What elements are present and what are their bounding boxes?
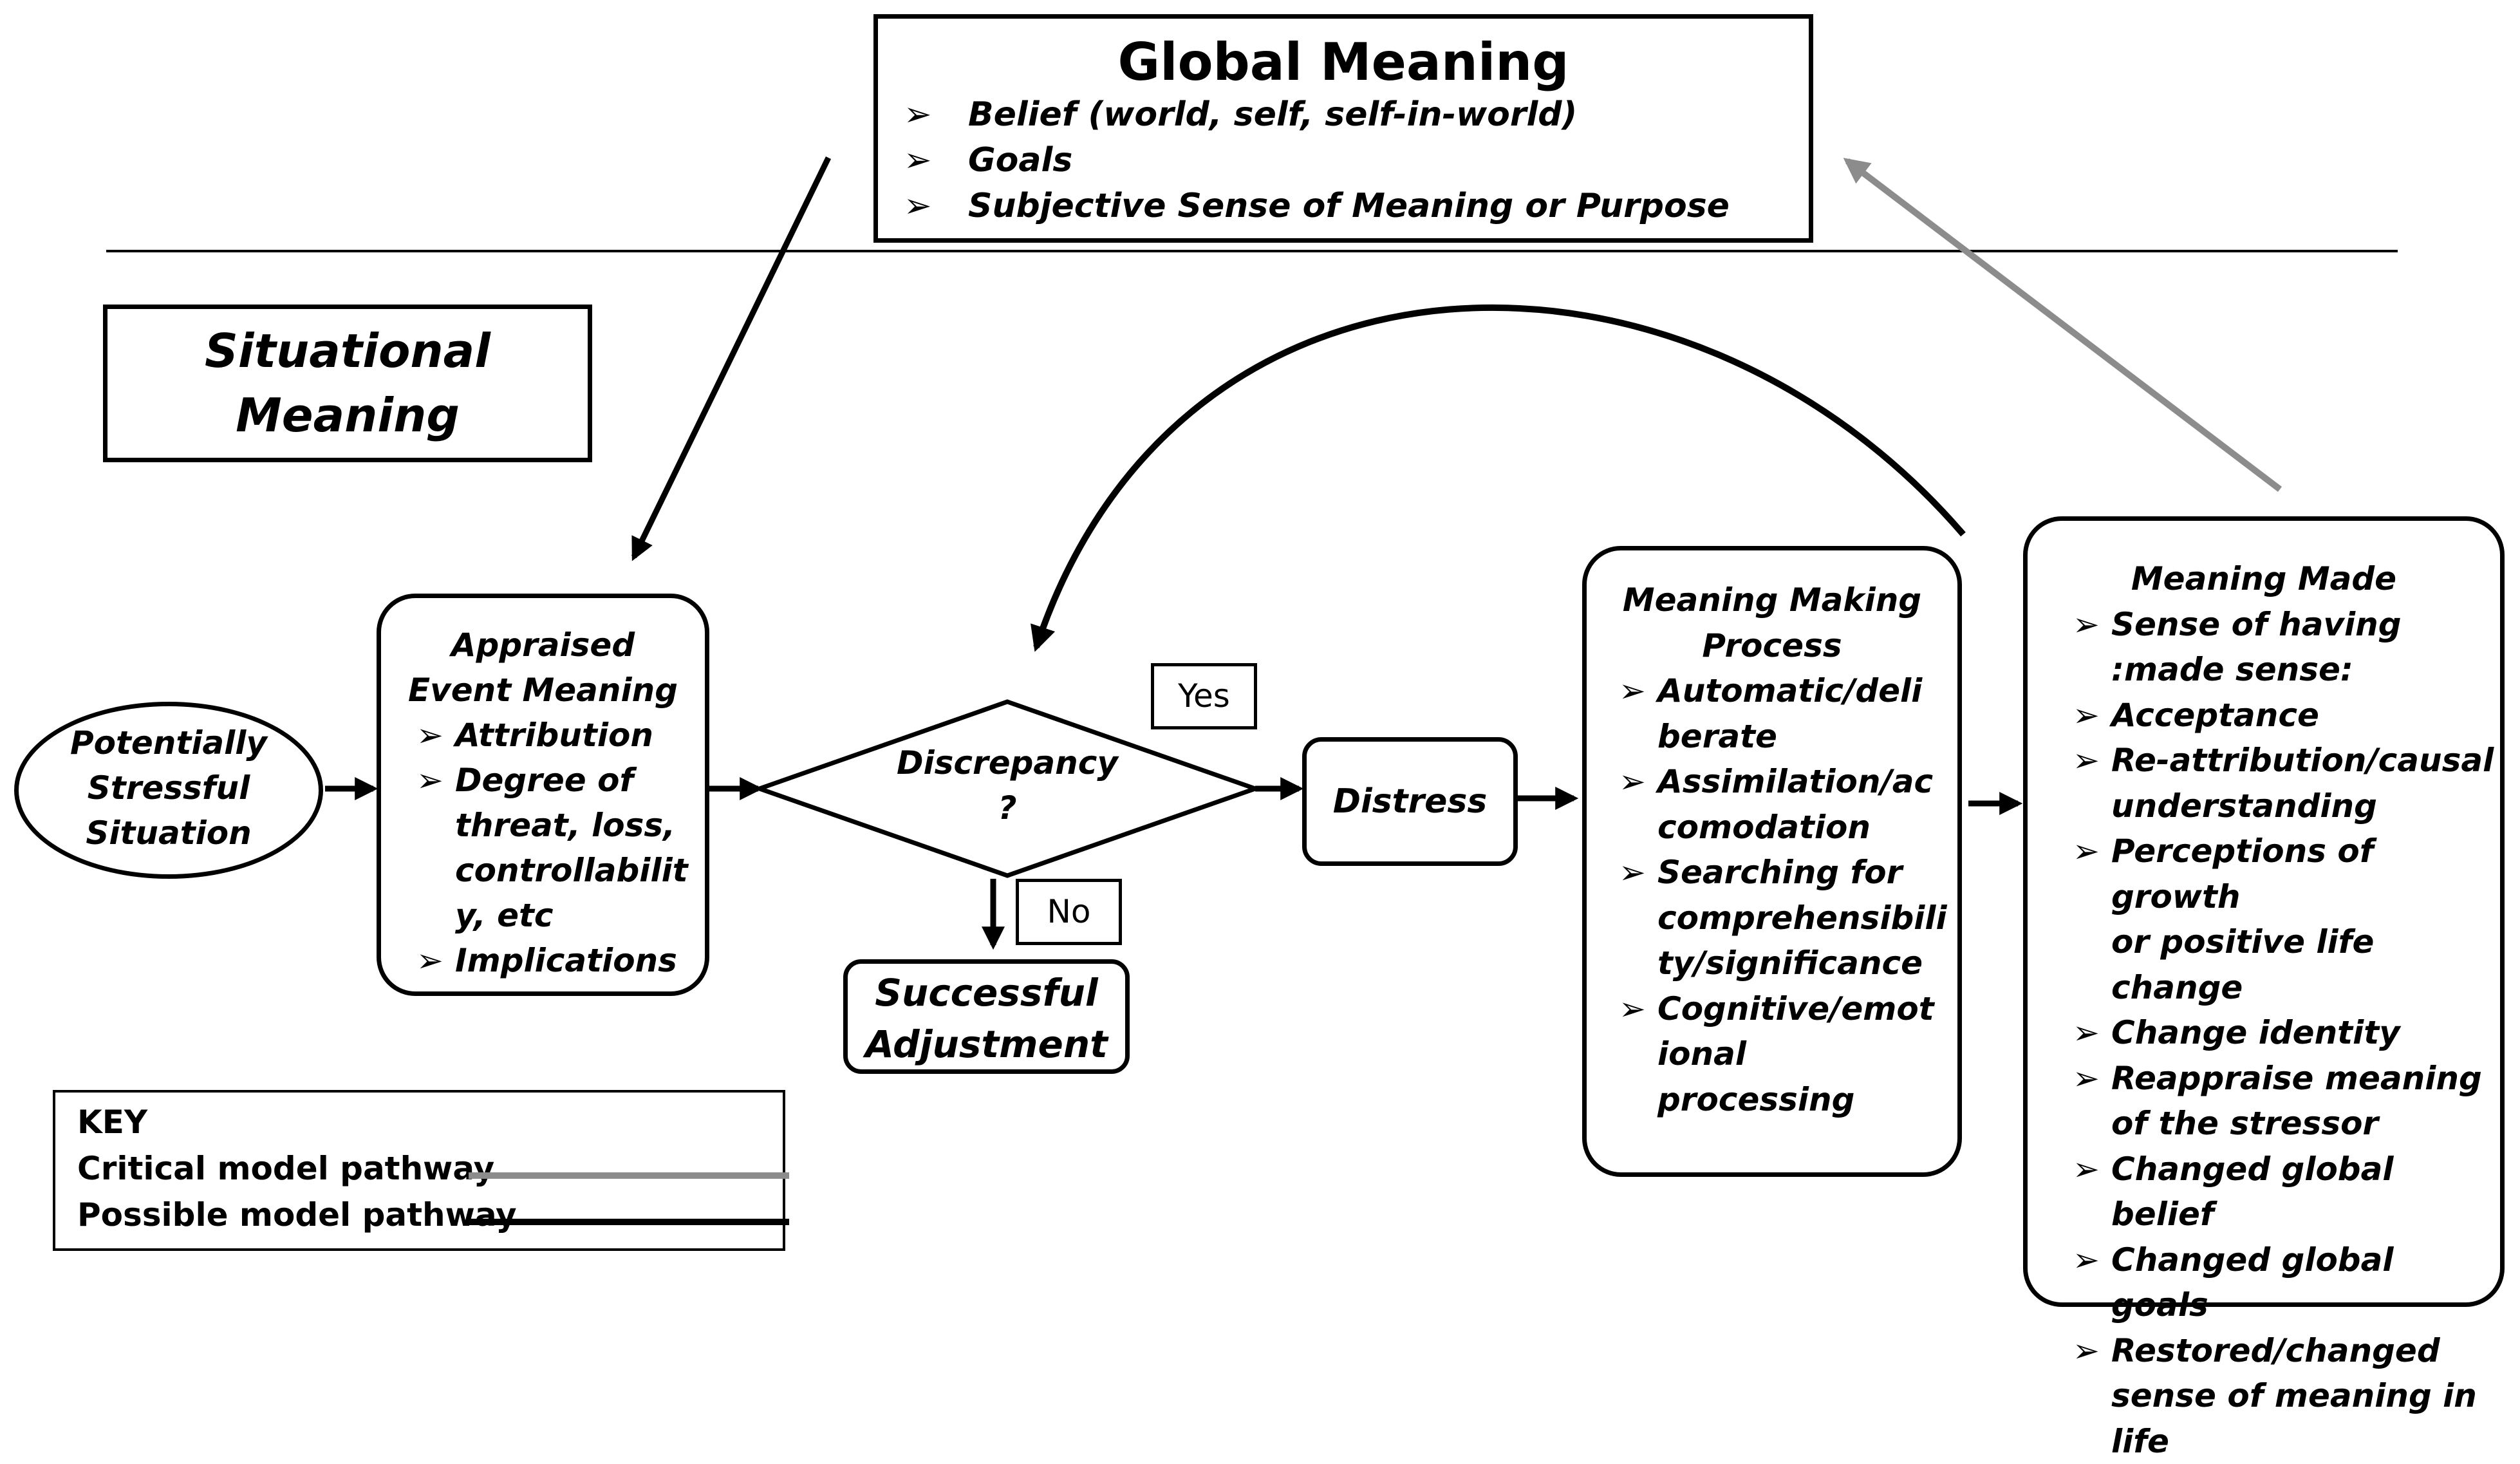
distress-box: Distress	[1302, 737, 1518, 866]
no-label-box: No	[1016, 879, 1122, 945]
situational-meaning-line: Situational	[107, 319, 588, 383]
global-meaning-list: Belief (world, self, self-in-world) Goal…	[904, 92, 1809, 229]
situational-meaning-box: Situational Meaning	[103, 305, 592, 462]
successful-adjustment-box: Successful Adjustment	[843, 959, 1130, 1074]
global-meaning-item: Goals	[904, 138, 1809, 183]
appraised-item: Attribution	[416, 713, 705, 758]
appraised-item: Implications	[416, 938, 705, 983]
appraised-title-line: Event Meaning	[381, 668, 705, 713]
meaning-making-item: Searching forcomprehensibility/significa…	[1619, 850, 1957, 986]
global-meaning-box: Global Meaning Belief (world, self, self…	[873, 14, 1813, 243]
yes-label-box: Yes	[1151, 663, 1257, 729]
appraised-item: Degree of threat, loss, controllabilit y…	[416, 758, 705, 938]
key-possible-line	[469, 1219, 789, 1225]
situation-line: Stressful	[19, 765, 319, 811]
discrepancy-label: Discrepancy ?	[837, 740, 1178, 831]
key-possible-label: Possible model pathway	[77, 1192, 783, 1238]
situation-line: Potentially	[19, 720, 319, 765]
meaning-making-process-box: Meaning Making Process Automatic/deliber…	[1582, 546, 1962, 1177]
key-title: KEY	[77, 1099, 783, 1145]
distress-label: Distress	[1333, 782, 1488, 821]
arrow-global-to-appraised	[634, 158, 828, 557]
key-critical-label: Critical model pathway	[77, 1145, 783, 1192]
meaning-made-box: Meaning Made Sense of having:made sense:…	[2023, 516, 2505, 1307]
meaning-made-item: Acceptance	[2073, 693, 2500, 738]
appraised-event-meaning-box: Appraised Event Meaning Attribution Degr…	[377, 594, 709, 996]
global-meaning-item: Subjective Sense of Meaning or Purpose	[904, 183, 1809, 229]
appraised-title-line: Appraised	[381, 623, 705, 668]
meaning-making-model-diagram: Global Meaning Belief (world, self, self…	[0, 0, 2520, 1328]
no-label: No	[1047, 893, 1091, 930]
key-critical-line	[469, 1172, 789, 1179]
global-meaning-item: Belief (world, self, self-in-world)	[904, 92, 1809, 138]
meaning-made-item: Changed global goals	[2073, 1237, 2500, 1328]
yes-label: Yes	[1178, 677, 1230, 715]
potentially-stressful-situation-ellipse: Potentially Stressful Situation	[14, 702, 323, 879]
arrow-meaning-made-to-global	[1847, 161, 2280, 489]
key-legend-box: KEY Critical model pathway Possible mode…	[53, 1090, 785, 1251]
meaning-made-item: Change identity	[2073, 1010, 2500, 1056]
situational-meaning-line: Meaning	[107, 383, 588, 447]
global-meaning-title: Global Meaning	[878, 33, 1809, 92]
meaning-made-item: Changed global belief	[2073, 1147, 2500, 1237]
situation-line: Situation	[19, 811, 319, 856]
meaning-made-item: Sense of having:made sense:	[2073, 602, 2500, 693]
